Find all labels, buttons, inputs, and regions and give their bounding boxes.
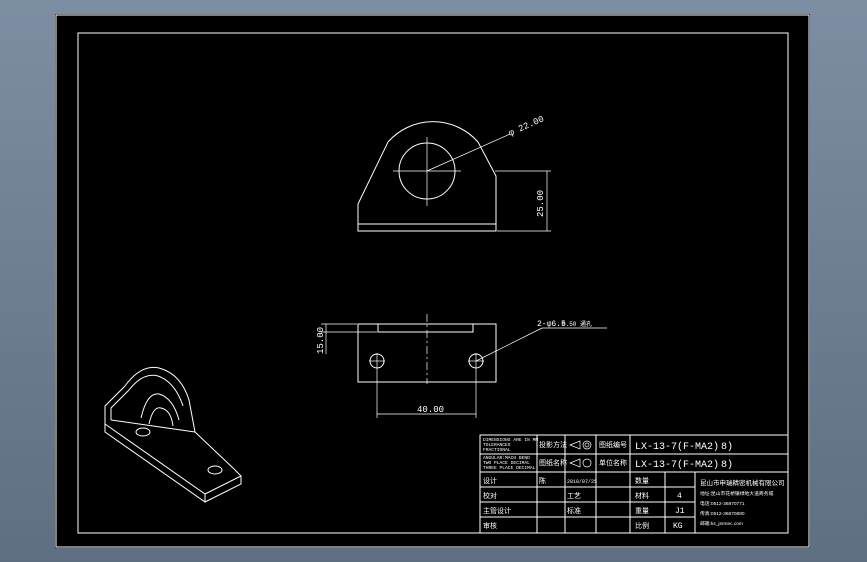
tb-frame [479, 434, 789, 534]
iso-bend-line [110, 419, 196, 433]
tb-part-no-2: LX-13-7(F-MA2) [635, 459, 719, 471]
proj-circle [582, 440, 592, 450]
iso-plate-side [104, 424, 242, 503]
plate-flange [377, 324, 474, 333]
iso-hole-left [135, 427, 151, 437]
outer-frame [55, 14, 810, 548]
tb-label-vol: 图纸名称 [539, 458, 567, 467]
hole-leader [475, 327, 543, 362]
tb-label-weight: 重量 [635, 507, 649, 515]
dim-hole-diameter: φ 22.00 [507, 114, 546, 139]
tab-outline [357, 121, 497, 232]
iso-hole-right [207, 465, 223, 475]
tb-label-scale: 比例 [635, 521, 649, 530]
tb-label-part: 图纸编号 [599, 440, 627, 449]
tb-mail: 邮箱:ks_jsrmec.com [700, 520, 743, 527]
title-block: DIMENSIONS ARE IN MM TOLERANCES FRACTION… [479, 434, 789, 534]
tb-addr: 地址:昆山市花桥镇绿地大道商务城 [700, 490, 773, 497]
iso-plate-top [104, 423, 242, 495]
drawing-sheet: φ 22.00 25.00 2-φ6.5 0.50 通孔 15.00 40.00 [55, 14, 810, 548]
tb-part-no-1-tail: 8) [721, 441, 733, 453]
tol-note-2: TOLERANCES [483, 442, 511, 448]
note-holes: 2-φ6.5 [537, 320, 566, 329]
proj-cone [569, 440, 581, 450]
projection-symbol [569, 440, 592, 468]
tb-fax: 传真:0512-36870880 [700, 510, 745, 517]
tol-note-6: THREE PLACE DECIMAL [483, 465, 536, 471]
iso-tab-inner [110, 374, 184, 420]
tb-designer: 陈 [539, 476, 546, 485]
tb-tel: 电话:0512-36870771 [700, 500, 745, 507]
tb-label-unit: 单位名称 [599, 458, 627, 467]
iso-hole-inner [148, 407, 174, 427]
tb-label-design: 设计 [483, 476, 497, 485]
tb-part-no-1: LX-13-7(F-MA2) [635, 441, 719, 453]
tb-design-date: 2018/07/25 [567, 479, 597, 485]
tol-note-4: ANGULAR:MACH BEND [483, 455, 530, 461]
dim-side-height: 15.00 [316, 327, 326, 354]
inner-frame [77, 32, 789, 534]
tol-note-5: TWO PLACE DECIMAL [483, 460, 530, 466]
tb-label-std: 标准 [567, 506, 581, 515]
tb-part-no-2-tail: 8) [721, 459, 733, 471]
tb-label-check: 校对 [483, 491, 497, 500]
front-view: φ 22.00 25.00 [357, 114, 551, 232]
tb-label-approve: 审核 [483, 521, 497, 530]
bottom-view: 2-φ6.5 0.50 通孔 15.00 40.00 [316, 314, 607, 418]
tb-label-material: 材料 [635, 491, 649, 500]
tb-material: J1 [675, 507, 685, 516]
proj-circle-inner [584, 442, 590, 448]
diameter-leader [426, 133, 511, 172]
tol-note-3: FRACTIONAL [483, 447, 511, 453]
iso-hole-arc [140, 393, 180, 421]
tb-label-process: 工艺 [567, 492, 581, 500]
proj-cone-2 [569, 458, 581, 468]
note-holes-extra: 0.50 通孔 [562, 320, 592, 328]
tb-qty: 4 [677, 492, 682, 501]
tb-label-proj: 投影方法 [539, 440, 567, 449]
tol-note-1: DIMENSIONS ARE IN MM [483, 437, 538, 443]
cad-drawing: φ 22.00 25.00 2-φ6.5 0.50 通孔 15.00 40.00 [55, 14, 810, 548]
dim-height: 25.00 [536, 190, 546, 217]
tb-company: 昆山市申瑞精密机械有限公司 [700, 478, 785, 487]
tb-label-qty: 数量 [635, 476, 649, 485]
tb-weight-unit: KG [673, 522, 683, 531]
dim-hole-spacing: 40.00 [417, 405, 444, 415]
isometric-view [104, 366, 242, 503]
iso-tab-outer [104, 366, 196, 433]
proj-circle-2 [582, 458, 592, 468]
tb-label-main: 主管设计 [483, 506, 511, 515]
